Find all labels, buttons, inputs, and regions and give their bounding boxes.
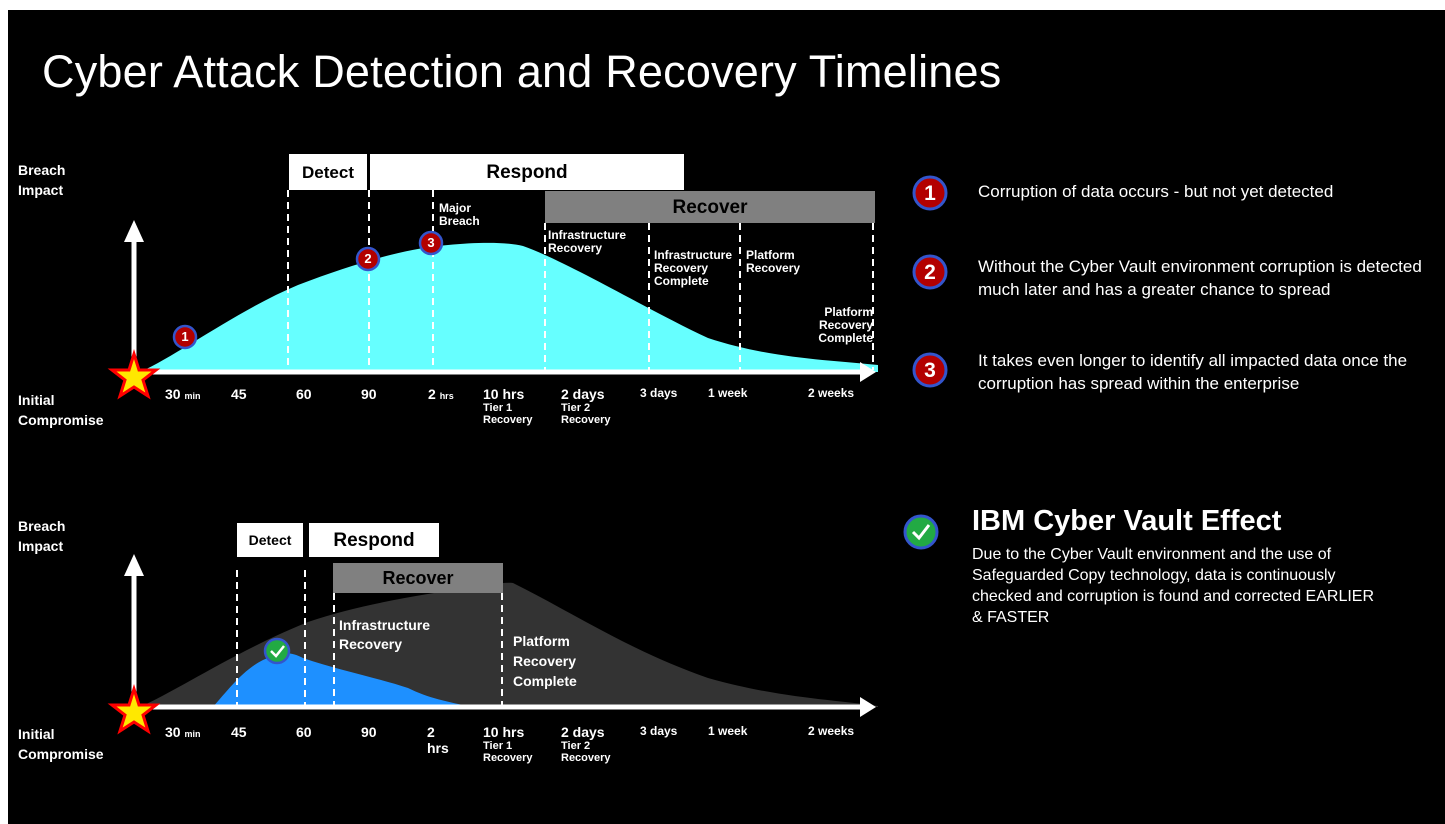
check-icon	[270, 645, 285, 658]
bottom-tick-2hrs: 2 hrs	[427, 724, 449, 756]
legend-text-3: It takes even longer to identify all imp…	[978, 351, 1408, 393]
top-impact-area	[140, 242, 878, 372]
top-tick-2days: 2 days Tier 2 Recovery	[561, 386, 611, 426]
top-recover-box: Recover	[545, 191, 875, 223]
top-respond-box: Respond	[370, 154, 684, 190]
top-tick-3days: 3 days	[640, 386, 678, 400]
legend-text-2: Without the Cyber Vault environment corr…	[978, 257, 1422, 299]
bottom-tick-1week: 1 week	[708, 724, 748, 738]
legend-text-1: Corruption of data occurs - but not yet …	[978, 182, 1334, 201]
bottom-impact-area-blue	[213, 653, 473, 707]
top-marker-2-label: 2	[364, 251, 372, 266]
top-marker-1-label: 1	[181, 329, 189, 344]
bottom-tick-10hrs: 10 hrs Tier 1 Recovery	[483, 724, 533, 764]
bottom-x-arrowhead	[860, 697, 876, 717]
legend-marker-2-label: 2	[924, 261, 936, 284]
top-marker-2	[355, 246, 381, 272]
bottom-tick-3days: 3 days	[640, 724, 678, 738]
bottom-tick-60: 60	[296, 724, 312, 740]
page-title: Cyber Attack Detection and Recovery Time…	[42, 46, 1002, 97]
top-tick-45: 45	[231, 386, 247, 402]
top-marker-3-label: 3	[427, 235, 435, 250]
legend-marker-3-label: 3	[924, 359, 936, 382]
top-tick-60: 60	[296, 386, 312, 402]
top-y-arrowhead	[124, 220, 144, 242]
top-marker-1	[172, 324, 198, 350]
effect-body: Due to the Cyber Vault environment and t…	[972, 546, 1375, 626]
legend-marker-3-circle	[912, 352, 948, 388]
bottom-tick-2weeks: 2 weeks	[808, 724, 855, 738]
bottom-tick-2days: 2 days Tier 2 Recovery	[561, 724, 611, 764]
legend-marker-1-circle	[912, 175, 948, 211]
slide: Cyber Attack Detection and Recovery Time…	[8, 10, 1445, 824]
check-icon	[911, 524, 931, 541]
top-chart-graphics	[107, 190, 878, 735]
top-tick-2weeks: 2 weeks	[808, 386, 855, 400]
legend-marker-1-label: 1	[924, 182, 936, 205]
top-tick-30: 30 min	[165, 386, 201, 402]
top-tick-1week: 1 week	[708, 386, 748, 400]
top-tick-10hrs: 10 hrs Tier 1 Recovery	[483, 386, 533, 426]
top-tick-2hrs: 2 hrs	[428, 386, 454, 402]
top-marker-3	[418, 230, 444, 256]
bottom-tick-90: 90	[361, 724, 377, 740]
bottom-tick-45: 45	[231, 724, 247, 740]
bottom-tick-30: 30 min	[165, 724, 201, 740]
top-tick-90: 90	[361, 386, 377, 402]
bottom-recover-box: Recover	[333, 563, 503, 593]
top-star-icon	[107, 348, 161, 400]
top-x-arrowhead	[860, 362, 876, 382]
bottom-respond-box: Respond	[309, 523, 439, 557]
bottom-y-arrowhead	[124, 554, 144, 576]
legend-markers	[903, 175, 948, 550]
bottom-check-marker	[263, 637, 291, 665]
effect-heading: IBM Cyber Vault Effect	[972, 505, 1282, 537]
top-detect-box: Detect	[289, 154, 367, 190]
bottom-detect-box: Detect	[237, 523, 303, 557]
effect-check-circle	[903, 514, 939, 550]
legend-marker-2-circle	[912, 254, 948, 290]
bottom-star-icon	[107, 683, 161, 735]
